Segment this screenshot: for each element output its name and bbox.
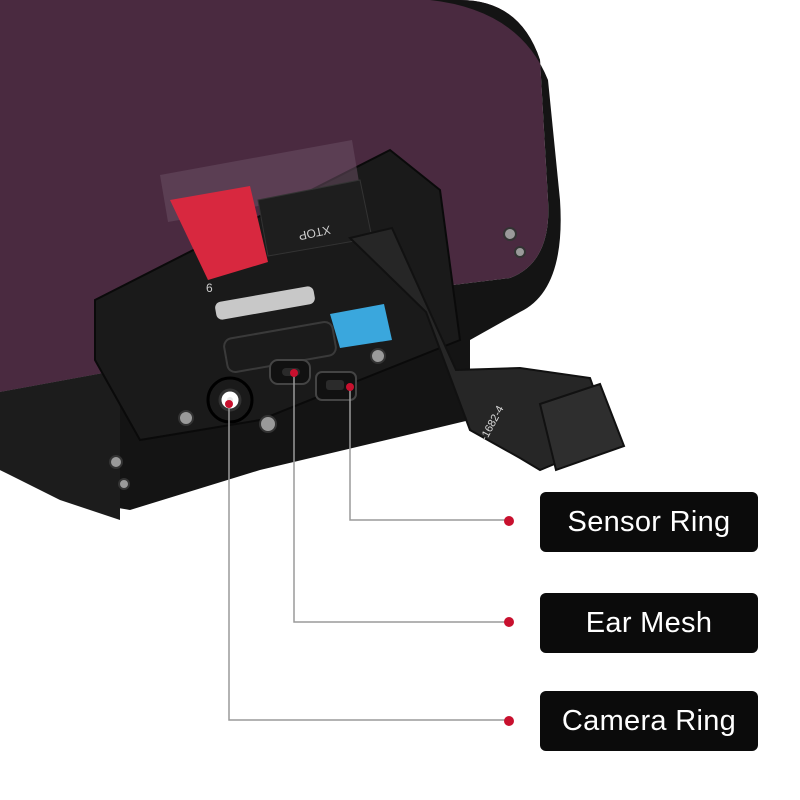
- camera-ring: [206, 376, 254, 424]
- sensor-ring-label: Sensor Ring: [540, 492, 758, 552]
- frame-lower-edge: [0, 370, 120, 520]
- ear-mesh-label-text: Ear Mesh: [585, 606, 713, 639]
- flex-cable: -1682-4: [347, 226, 626, 472]
- ear-mesh: [269, 359, 311, 385]
- sensor-ring-label-text: Sensor Ring: [567, 505, 731, 538]
- leader-lines: [228, 374, 508, 721]
- xtop-text: XTOP: [297, 223, 332, 243]
- leader-ear: [293, 374, 508, 623]
- camera-ring-label-text: Camera Ring: [561, 704, 737, 737]
- camera-ring-label: Camera Ring: [540, 691, 758, 751]
- sensor-ring: [315, 371, 357, 401]
- leader-camera: [228, 404, 508, 721]
- xtop-flex-strip: XTOP: [257, 179, 373, 257]
- leader-sensor: [349, 388, 508, 521]
- printed-digit: 6: [206, 281, 213, 295]
- leader-dots: [225, 369, 514, 726]
- red-sticker: [170, 186, 268, 280]
- blue-sticker: [330, 304, 392, 348]
- ear-mesh-label: Ear Mesh: [540, 593, 758, 653]
- screws: [109, 227, 526, 490]
- earpiece-bracket: [215, 286, 337, 374]
